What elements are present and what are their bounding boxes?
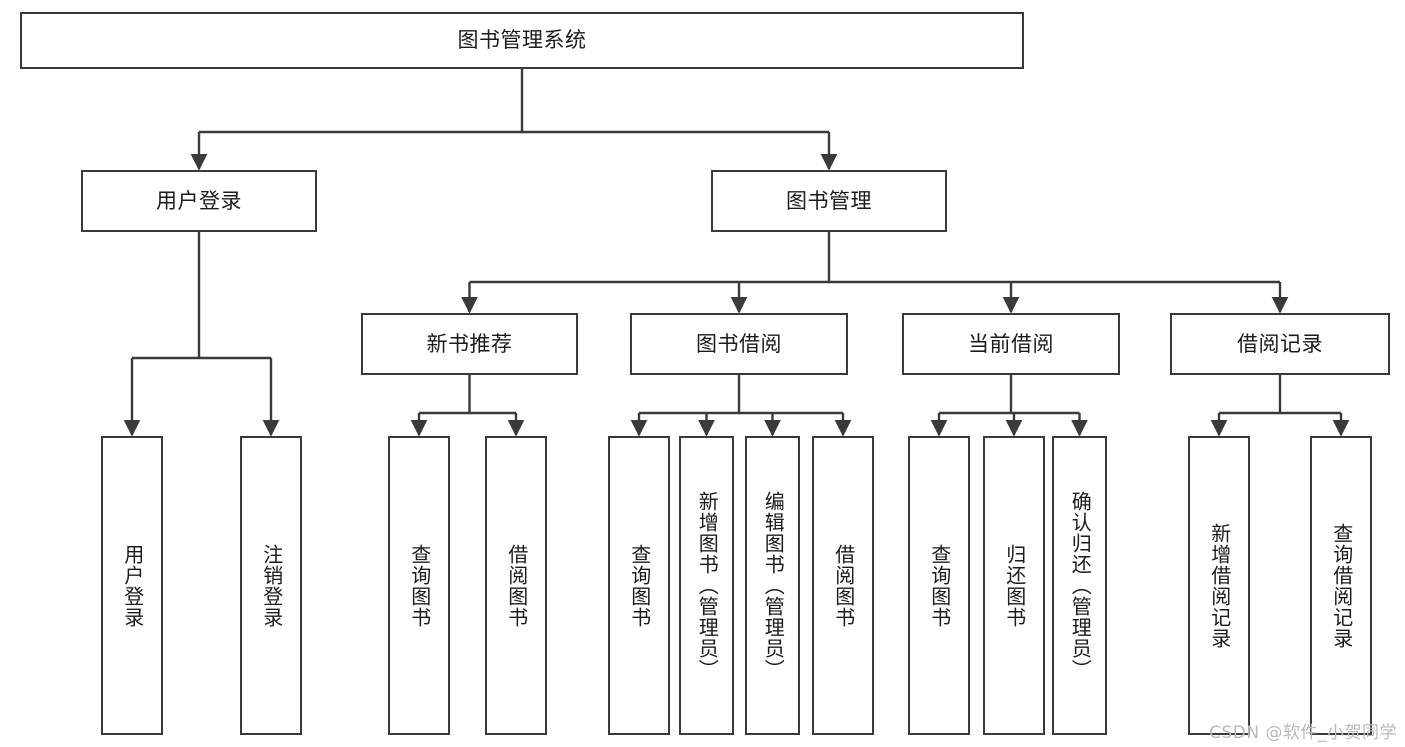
node-leaf-user-login[interactable]: 用户登录: [101, 436, 163, 735]
node-label: 查询借阅记录: [1329, 522, 1354, 649]
node-leaf-return-book[interactable]: 归还图书: [983, 436, 1045, 735]
node-book-borrow[interactable]: 图书借阅: [630, 313, 848, 375]
node-leaf-query-record[interactable]: 查询借阅记录: [1310, 436, 1372, 735]
node-leaf-logout[interactable]: 注销登录: [240, 436, 302, 735]
node-book-manage[interactable]: 图书管理: [711, 170, 947, 232]
node-current-borrow[interactable]: 当前借阅: [902, 313, 1120, 375]
node-leaf-query-book-bb[interactable]: 查询图书: [608, 436, 670, 735]
node-label: 用户登录: [156, 188, 242, 213]
node-root-title[interactable]: 图书管理系统: [20, 12, 1024, 69]
node-leaf-query-book-cb[interactable]: 查询图书: [908, 436, 970, 735]
node-label: 查询图书: [627, 543, 652, 628]
node-label: 用户登录: [120, 543, 145, 628]
node-leaf-borrow-book-rec[interactable]: 借阅图书: [485, 436, 547, 735]
node-label: 借阅图书: [504, 543, 529, 628]
node-label: 图书借阅: [696, 331, 782, 356]
node-leaf-edit-book[interactable]: 编辑图书（管理员）: [745, 436, 800, 735]
node-label: 确认归还（管理员）: [1068, 491, 1093, 680]
node-label: 归还图书: [1002, 543, 1027, 628]
node-label: 查询图书: [407, 543, 432, 628]
node-label: 借阅图书: [831, 543, 856, 628]
node-leaf-query-book-rec[interactable]: 查询图书: [388, 436, 450, 735]
node-label: 编辑图书（管理员）: [761, 491, 786, 680]
node-label: 图书管理系统: [457, 28, 587, 53]
node-borrow-record[interactable]: 借阅记录: [1170, 313, 1390, 375]
node-label: 当前借阅: [968, 331, 1054, 356]
node-label: 借阅记录: [1237, 331, 1323, 356]
node-leaf-confirm-return[interactable]: 确认归还（管理员）: [1052, 436, 1107, 735]
node-user-login[interactable]: 用户登录: [81, 170, 317, 232]
node-leaf-add-record[interactable]: 新增借阅记录: [1188, 436, 1250, 735]
node-leaf-borrow-book-bb[interactable]: 借阅图书: [812, 436, 874, 735]
node-label: 新书推荐: [426, 331, 513, 356]
node-label: 新增图书（管理员）: [695, 491, 720, 680]
node-label: 查询图书: [927, 543, 952, 628]
node-leaf-add-book[interactable]: 新增图书（管理员）: [679, 436, 734, 735]
node-new-book-recommend[interactable]: 新书推荐: [361, 313, 578, 375]
node-label: 图书管理: [786, 188, 872, 213]
node-label: 注销登录: [259, 543, 284, 628]
node-label: 新增借阅记录: [1207, 522, 1232, 649]
